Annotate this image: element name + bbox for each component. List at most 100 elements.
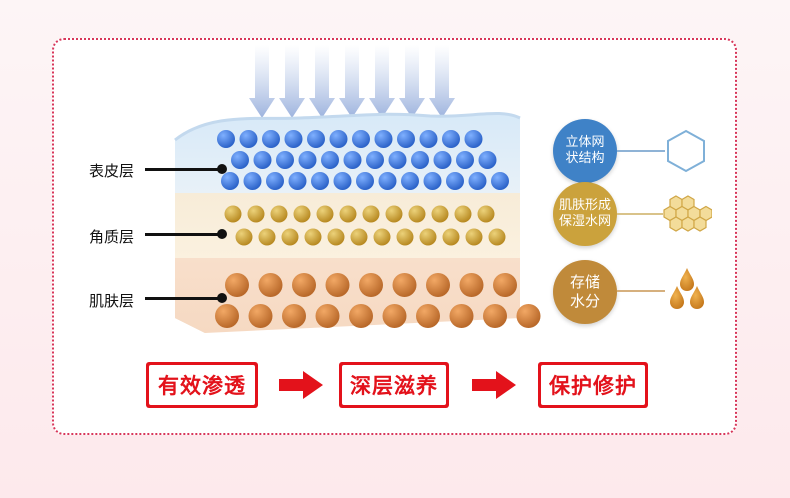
dermis-molecule <box>416 304 440 328</box>
nutrient-molecule <box>419 228 437 246</box>
nutrient-molecule <box>327 228 345 246</box>
nutrient-molecule <box>316 205 334 223</box>
nutrient-molecule <box>339 205 357 223</box>
water-molecule <box>366 151 384 169</box>
step-2-label: 深层滋养 <box>342 365 446 405</box>
water-molecule <box>397 130 415 148</box>
water-drops-icon <box>670 268 704 309</box>
badge-film-text: 肌肤形成 保湿水网 <box>558 198 611 229</box>
honeycomb-icon <box>663 195 712 232</box>
label-dermis: 肌肤层 <box>89 292 135 310</box>
badge-moisture-film: 肌肤形成 保湿水网 <box>553 182 617 246</box>
nutrient-molecule <box>293 205 311 223</box>
water-molecule <box>276 151 294 169</box>
dermis-molecule <box>258 273 283 297</box>
nutrient-molecule <box>258 228 276 246</box>
water-molecule <box>333 172 352 190</box>
water-molecule <box>343 151 362 169</box>
down-arrow-icon <box>279 45 305 118</box>
water-molecule <box>231 151 249 169</box>
dermis-molecule <box>349 304 373 328</box>
nutrient-molecule <box>465 228 483 246</box>
water-molecule <box>378 172 397 190</box>
nutrient-molecule <box>431 205 449 223</box>
nutrient-molecule <box>362 205 380 223</box>
nutrient-molecule <box>442 228 460 246</box>
water-molecule <box>478 151 497 169</box>
nutrient-molecule <box>350 228 368 246</box>
connector-film <box>617 213 663 215</box>
dermis-molecule <box>459 273 484 297</box>
dermis-molecule <box>315 304 340 328</box>
nutrient-molecule <box>224 205 242 223</box>
dermis-molecule <box>325 273 350 297</box>
dermis-molecule <box>449 304 474 328</box>
nutrient-molecule <box>408 205 426 223</box>
water-molecule <box>401 172 419 190</box>
badge-network-text: 立体网 状结构 <box>565 135 605 166</box>
water-molecule <box>253 151 272 169</box>
penetration-arrows <box>249 45 455 118</box>
stratum-corneum-layer <box>175 193 520 258</box>
water-molecule <box>262 130 280 148</box>
water-molecule <box>311 172 329 190</box>
down-arrow-icon <box>339 45 365 118</box>
dermis-molecule <box>426 273 450 297</box>
water-molecule <box>288 172 307 190</box>
nutrient-molecule <box>373 228 391 246</box>
nutrient-molecule <box>477 205 495 223</box>
pointer-dot-stratum-corneum <box>217 229 227 239</box>
down-arrow-icon <box>309 45 335 118</box>
nutrient-molecule <box>270 205 288 223</box>
badge-store-moisture: 存储 水分 <box>553 260 617 324</box>
water-molecule <box>221 172 239 190</box>
pointer-dermis <box>145 297 223 300</box>
down-arrow-icon <box>369 45 395 118</box>
water-molecule <box>321 151 339 169</box>
pointer-dot-epidermis <box>217 164 227 174</box>
down-arrow-icon <box>429 45 455 118</box>
step-effective-penetration: 有效渗透 <box>146 362 258 408</box>
dermis-molecule <box>483 304 507 328</box>
water-molecule <box>307 130 325 148</box>
water-molecule <box>411 151 429 169</box>
nutrient-molecule <box>385 205 403 223</box>
water-molecule <box>464 130 483 148</box>
connector-network <box>617 150 665 152</box>
water-molecule <box>442 130 460 148</box>
nutrient-molecule <box>235 228 253 246</box>
dermis-molecule <box>215 304 239 328</box>
water-molecule <box>329 130 348 148</box>
badge-network-structure: 立体网 状结构 <box>553 119 617 183</box>
step-1-label: 有效渗透 <box>149 365 255 405</box>
label-epidermis: 表皮层 <box>89 162 135 180</box>
pointer-stratum-corneum <box>145 233 223 236</box>
water-molecule <box>352 130 370 148</box>
water-molecule <box>491 172 509 190</box>
water-film-edge <box>174 112 521 142</box>
arrow-right-icon <box>472 371 516 399</box>
water-molecule <box>356 172 374 190</box>
water-molecule <box>423 172 442 190</box>
label-stratum-corneum: 角质层 <box>89 228 135 246</box>
water-molecule <box>266 172 284 190</box>
connector-moisture <box>617 290 665 292</box>
dermis-molecule <box>292 273 316 297</box>
nutrient-molecule <box>304 228 322 246</box>
down-arrow-icon <box>399 45 425 118</box>
dermis-molecule <box>359 273 383 297</box>
water-molecule <box>239 130 258 148</box>
nutrient-molecule <box>247 205 265 223</box>
dermis-molecule <box>516 304 541 328</box>
water-molecule <box>217 130 235 148</box>
step-3-label: 保护修护 <box>541 365 645 405</box>
dermis-molecule <box>225 273 249 297</box>
step-deep-nourish: 深层滋养 <box>339 362 449 408</box>
water-molecule <box>284 130 303 148</box>
water-molecule <box>374 130 393 148</box>
dermis-molecule <box>382 304 407 328</box>
nutrient-molecule <box>396 228 414 246</box>
pointer-epidermis <box>145 168 223 171</box>
dermis-molecule <box>282 304 306 328</box>
